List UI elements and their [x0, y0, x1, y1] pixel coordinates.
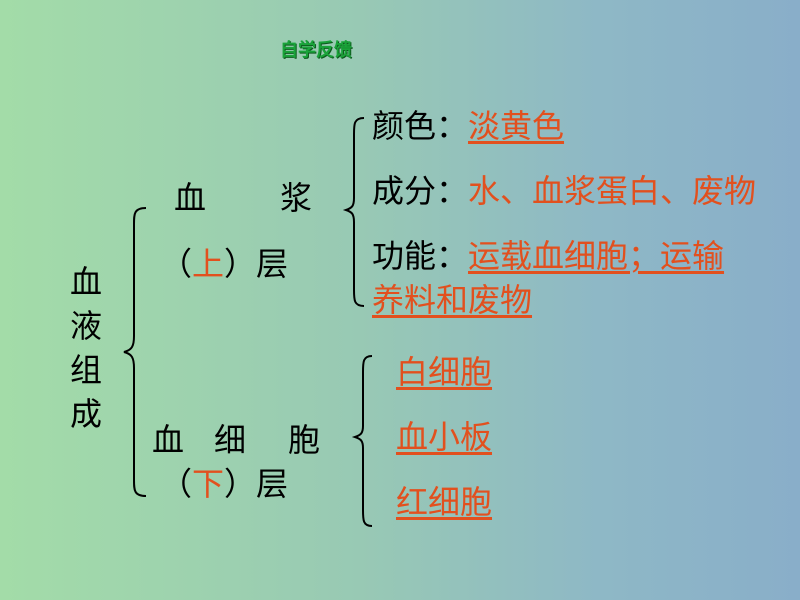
- cell-type-red: 红细胞: [396, 483, 493, 521]
- slide-title: 自学反馈: [280, 40, 352, 61]
- plasma-layer-close: ）层: [224, 245, 289, 283]
- plasma-function-value-line2: 养料和废物: [372, 281, 533, 319]
- cells-layer-value: 下: [192, 465, 225, 503]
- root-char-1: 血: [70, 263, 103, 301]
- cells-layer: （下）层: [160, 464, 288, 504]
- plasma-layer-open: （: [160, 245, 193, 283]
- cells-layer-open: （: [160, 465, 193, 503]
- cell-type-white: 白细胞: [396, 353, 493, 391]
- plasma-color-label: 颜色：: [372, 107, 469, 145]
- plasma-function-value-line1: 运载血细胞；运输: [468, 237, 725, 275]
- root-char-4: 成: [70, 395, 103, 433]
- plasma-brace: [342, 117, 365, 307]
- plasma-function-row: 功能：运载血细胞；运输: [372, 236, 724, 276]
- root-char-3: 组: [70, 351, 103, 389]
- plasma-composition-row: 成分：水、血浆蛋白、废物: [372, 171, 756, 211]
- root-brace: [123, 207, 147, 497]
- cells-name-char-1: 血: [152, 421, 185, 459]
- cells-brace: [351, 355, 373, 527]
- root-char-2: 液: [70, 307, 103, 345]
- cell-type-platelet: 血小板: [396, 418, 493, 456]
- root-label: 血 液 组 成: [70, 262, 102, 438]
- plasma-layer-value: 上: [192, 245, 225, 283]
- plasma-name-char-2: 浆: [280, 179, 313, 217]
- cells-name-char-3: 胞: [288, 421, 321, 459]
- plasma-color-row: 颜色：淡黄色: [372, 106, 564, 146]
- plasma-composition-value: 水、血浆蛋白、废物: [468, 172, 757, 210]
- plasma-layer: （上）层: [160, 244, 288, 284]
- plasma-composition-label: 成分：: [372, 172, 469, 210]
- cells-name-char-2: 细: [214, 421, 247, 459]
- plasma-name-char-1: 血: [174, 179, 207, 217]
- plasma-function-label: 功能：: [372, 237, 469, 275]
- plasma-color-value: 淡黄色: [468, 107, 565, 145]
- cells-layer-close: ）层: [224, 465, 289, 503]
